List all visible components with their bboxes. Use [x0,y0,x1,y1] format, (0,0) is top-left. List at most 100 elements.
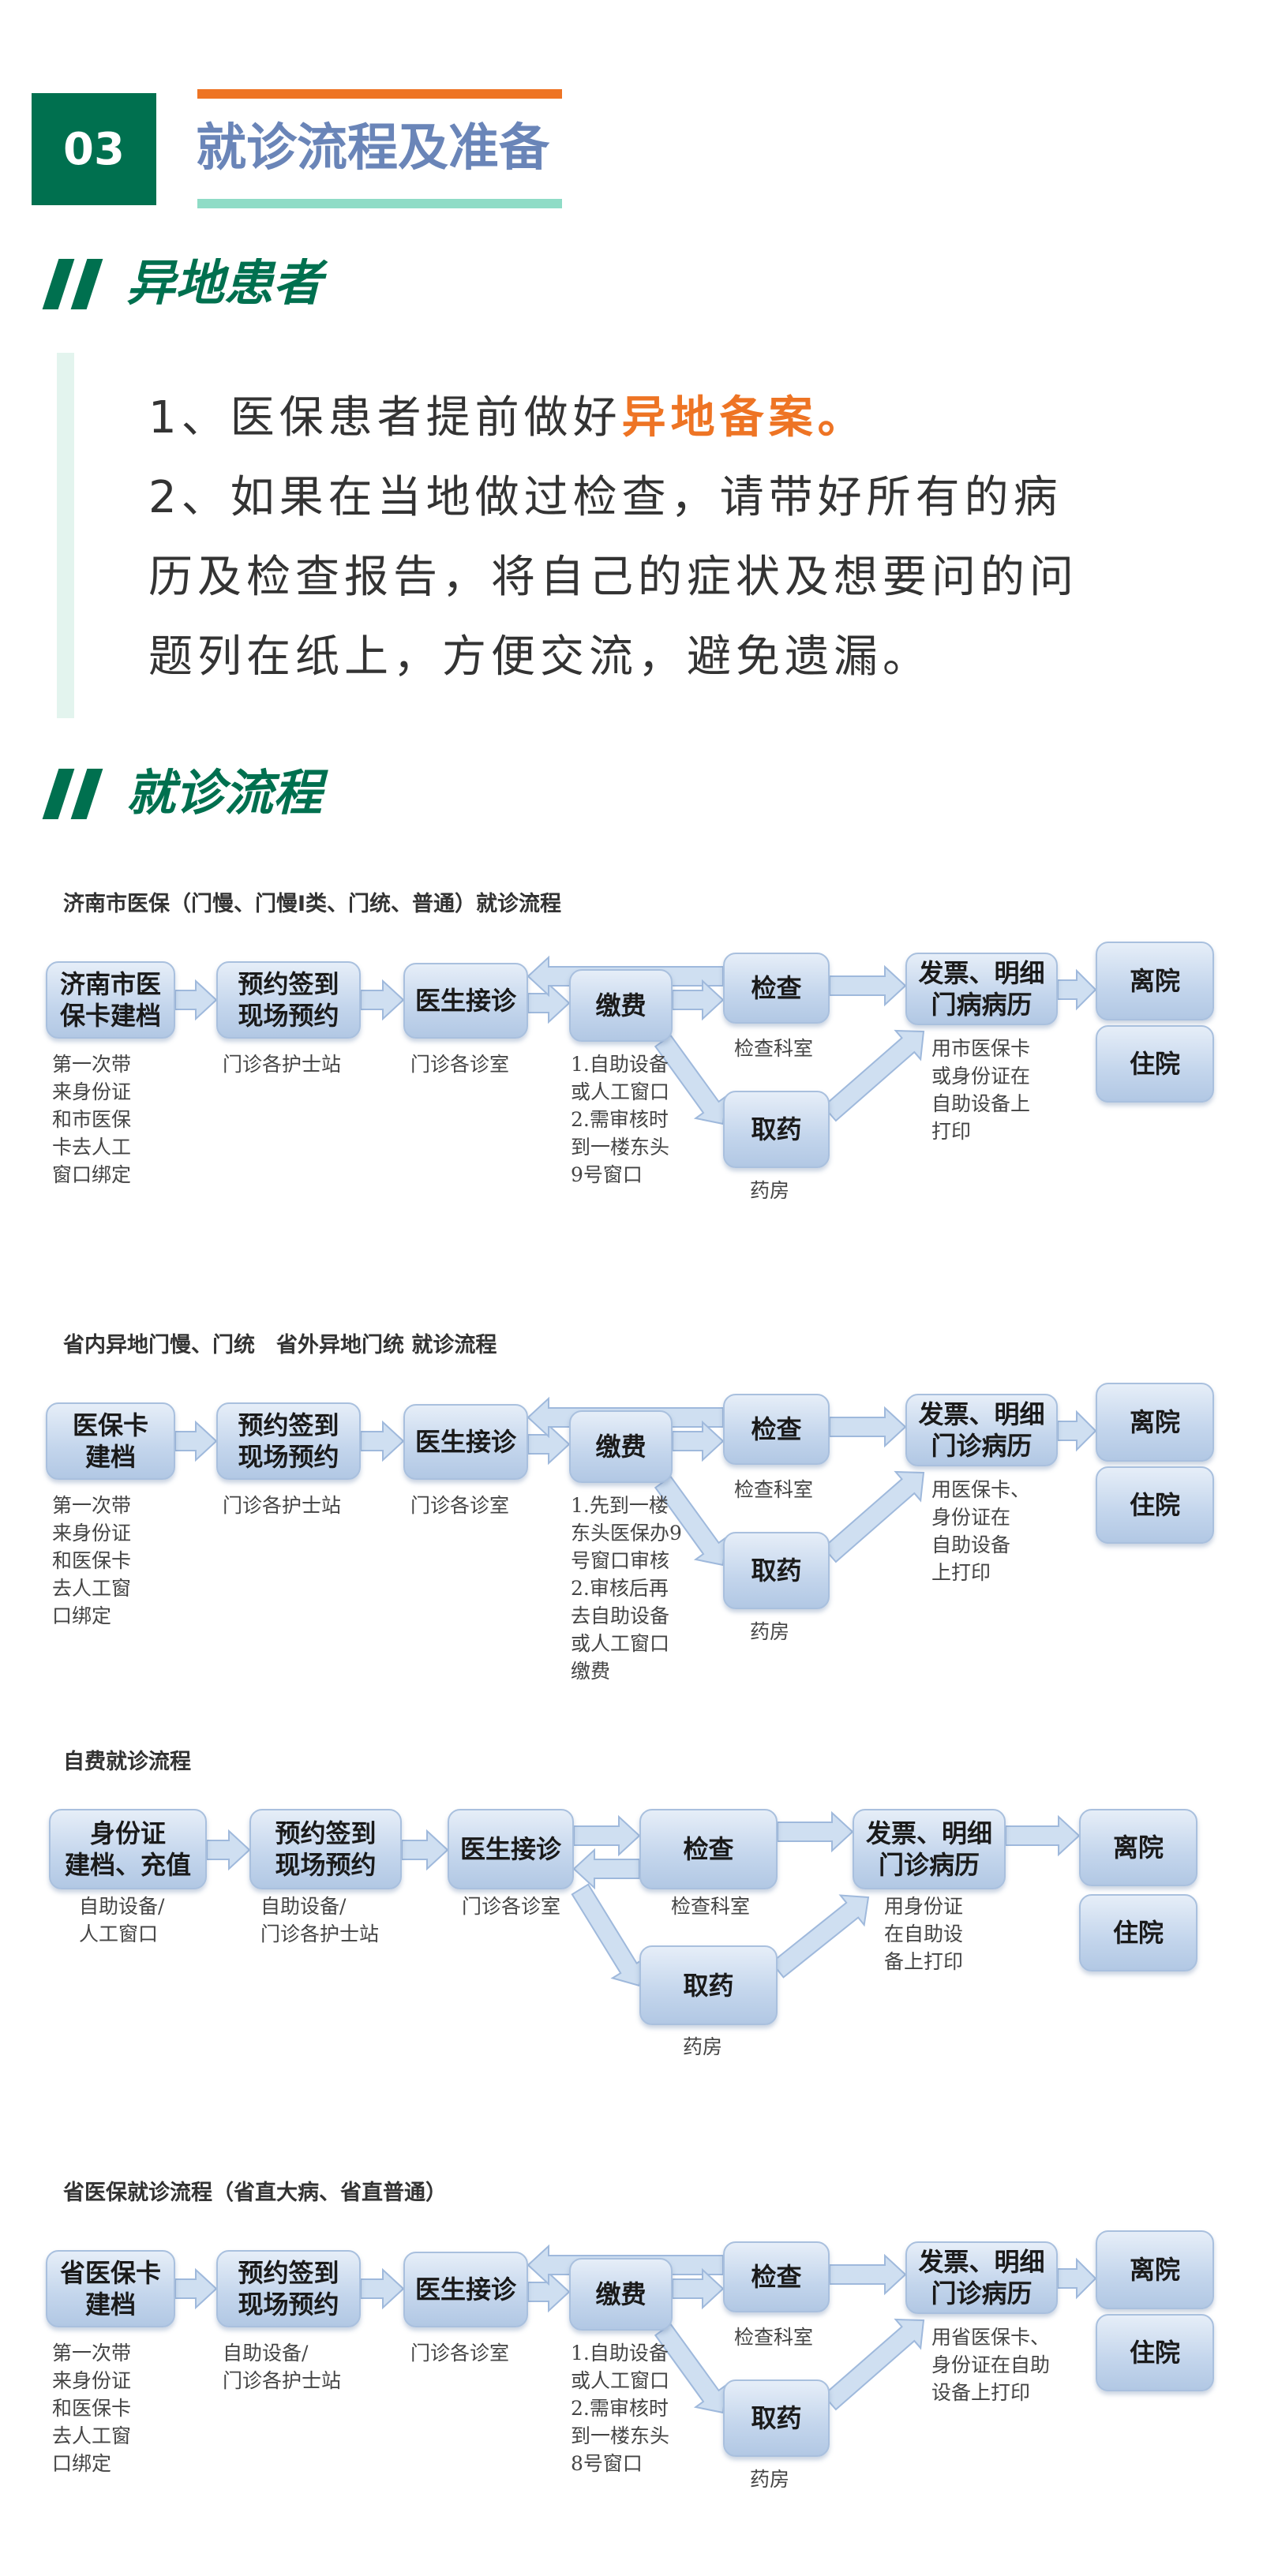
section-number: 03 [63,123,125,175]
flow-node-pay: 缴费 [569,2258,673,2331]
flow-node-invoice: 发票、明细 门病病历 [905,953,1058,1025]
flow-caption-checkin: 自助设备/ 门诊各护士站 [260,1895,380,1945]
flow-arrow [1057,968,1097,1011]
flow-arrow [360,979,405,1021]
flow-node-invoice: 发票、明细 门诊病历 [905,1394,1058,1466]
flow-node-pharmacy: 取药 [723,1532,830,1609]
slash-icon [70,259,103,309]
note-item-1: 1、医保患者提前做好异地备案。 [148,392,867,444]
note-item-2-line: 题列在纸上，方便交流，避免遗漏。 [148,631,931,683]
flow-caption-pharmacy: 药房 [750,1179,790,1202]
flow-node-register: 医保卡 建档 [46,1402,175,1480]
flow-arrow [822,1029,925,1122]
mint-divider [197,199,562,208]
flow-arrow [672,979,725,1021]
flowchart-title: 自费就诊流程 [63,1750,191,1774]
flow-node-doctor: 医生接诊 [403,963,528,1039]
flow-node-exam: 检查 [723,953,830,1024]
flow-node-checkin: 预约签到 现场预约 [249,1809,402,1889]
flow-arrows [206,1810,1081,1987]
flow-node-admit: 住院 [1096,1025,1214,1103]
flow-node-exam: 检查 [639,1809,778,1889]
flow-caption-doctor: 门诊各诊室 [410,2342,510,2364]
flow-caption-pay: 1.自助设备 或人工窗口 2.需审核时 到一楼东头 8号窗口 [571,2342,670,2475]
flow-arrow [672,1420,725,1462]
flow-caption-exam: 检查科室 [734,1037,814,1060]
flow-arrow [770,1894,870,1979]
flowchart-title: 省内异地门慢、门统 省外异地门统 就诊流程 [63,1333,497,1357]
flow-caption-checkin: 门诊各护士站 [223,1053,342,1076]
flow-caption-register: 第一次带 来身份证 和医保卡 去人工窗 口绑定 [52,2342,132,2475]
flow-node-pharmacy: 取药 [723,2379,830,2457]
flow-node-admit: 住院 [1096,2314,1214,2391]
flow-caption-exam: 检查科室 [671,1895,751,1918]
flowchart-title: 济南市医保（门慢、门慢Ⅰ类、门统、普通）就诊流程 [63,892,562,916]
flow-arrow [527,1423,571,1466]
flow-arrow [777,1810,854,1853]
flow-arrow [360,1420,405,1462]
flow-caption-exam: 检查科室 [734,2326,814,2349]
flow-node-doctor: 医生接诊 [448,1809,574,1889]
flow-caption-doctor: 门诊各诊室 [410,1053,510,1076]
flow-node-admit: 住院 [1096,1466,1214,1544]
flow-arrow [829,964,907,1007]
flow-node-doctor: 医生接诊 [403,2252,528,2327]
section-heading-visit-process: 就诊流程 [126,764,323,822]
slash-icon [42,259,75,309]
flow-arrow [829,2253,907,2296]
flow-node-pharmacy: 取药 [723,1091,830,1168]
flow-node-discharge: 离院 [1096,942,1214,1020]
flow-arrow [401,1829,449,1871]
slash-icon [70,769,103,819]
flow-node-exam: 检查 [723,2241,830,2312]
flow-arrow [822,2318,925,2411]
flow-arrow [1005,1814,1081,1857]
flow-caption-doctor: 门诊各诊室 [410,1494,510,1517]
flow-caption-invoice: 用医保卡、 身份证在 自助设备 上打印 [931,1478,1031,1584]
flowchart-title: 省医保就诊流程（省直大病、省直普通） [63,2181,447,2205]
flow-arrow [527,2271,571,2313]
flow-arrow [572,1848,640,1890]
flow-caption-pharmacy: 药房 [683,2035,723,2058]
flow-arrow [360,2267,405,2310]
flow-caption-exam: 检查科室 [734,1478,814,1501]
section-heading-remote-patients: 异地患者 [126,254,323,312]
flow-node-checkin: 预约签到 现场预约 [216,961,361,1039]
flow-node-admit: 住院 [1079,1894,1197,1971]
flow-node-pay: 缴费 [569,969,673,1042]
flow-node-discharge: 离院 [1096,2230,1214,2309]
note-highlight: 异地备案。 [621,392,867,444]
quote-bar [57,353,74,718]
flow-node-exam: 检查 [723,1394,830,1465]
flow-node-invoice: 发票、明细 门诊病历 [853,1809,1006,1889]
flow-arrow [573,1814,641,1857]
flow-caption-checkin: 自助设备/ 门诊各护士站 [223,2342,342,2392]
flow-caption-register: 第一次带 来身份证 和市医保 卡去人工 窗口绑定 [52,1053,132,1186]
flow-caption-pharmacy: 药房 [750,1620,790,1643]
flow-arrow [822,1470,925,1563]
page-title: 就诊流程及准备 [196,119,549,178]
flow-arrow [571,1883,646,1987]
flow-caption-doctor: 门诊各诊室 [462,1895,561,1918]
note-item-2-line: 历及检查报告，将自己的症状及想要问的问 [148,552,1078,603]
flow-arrow [1057,2257,1097,2300]
flow-caption-invoice: 用市医保卡 或身份证在 自助设备上 打印 [931,1037,1031,1143]
orange-divider [197,89,562,99]
flow-caption-pay: 1.先到一楼 东头医保办9 号窗口审核 2.审核后再 去自助设备 或人工窗口 缴… [571,1494,682,1683]
flow-node-register: 身份证 建档、充值 [49,1809,207,1889]
flow-caption-invoice: 用省医保卡、 身份证在自助 设备上打印 [931,2326,1051,2404]
flow-caption-pharmacy: 药房 [750,2468,790,2491]
flow-node-register: 省医保卡 建档 [46,2250,175,2327]
note-text: 1、医保患者提前做好 [148,392,622,444]
flow-node-invoice: 发票、明细 门诊病历 [905,2241,1058,2314]
flow-arrow [174,1420,218,1462]
note-item-2-line: 2、如果在当地做过检查，请带好所有的病 [148,472,1062,523]
flow-arrow [174,979,218,1021]
flow-arrow [206,1829,251,1871]
flow-caption-register: 第一次带 来身份证 和医保卡 去人工窗 口绑定 [52,1494,132,1627]
flow-caption-checkin: 门诊各护士站 [223,1494,342,1517]
flow-node-checkin: 预约签到 现场预约 [216,1402,361,1480]
flow-node-checkin: 预约签到 现场预约 [216,2250,361,2327]
flow-node-pharmacy: 取药 [639,1945,778,2025]
flow-node-doctor: 医生接诊 [403,1404,528,1480]
